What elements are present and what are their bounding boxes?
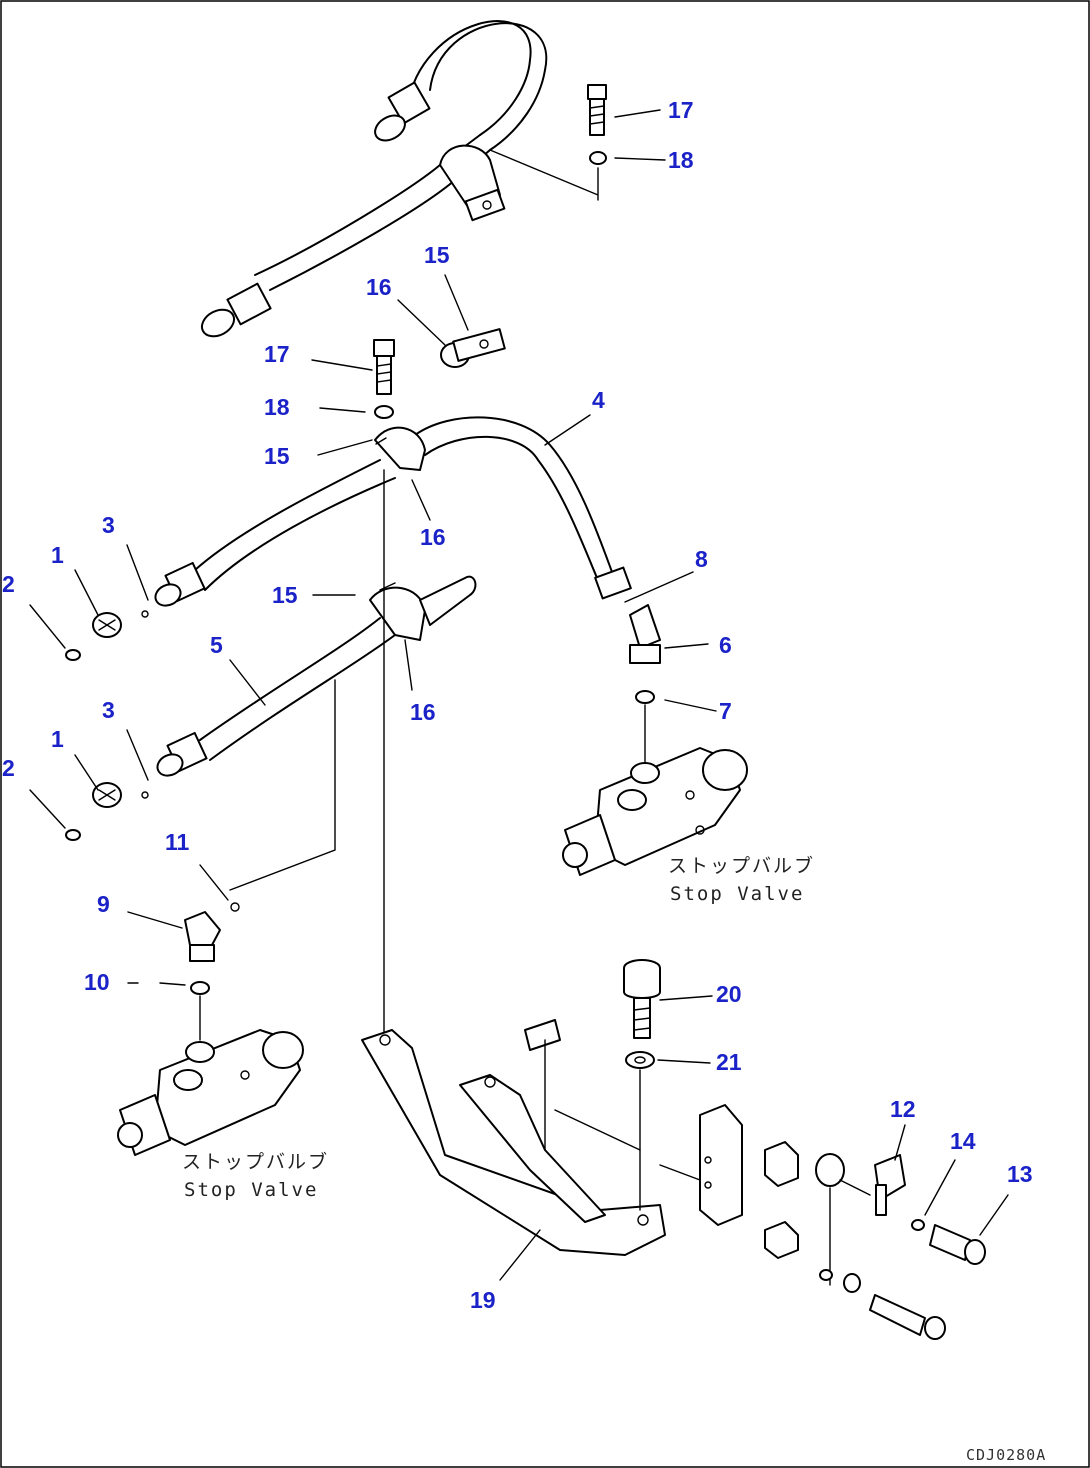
callout-6: 6 <box>719 632 732 658</box>
spacer-blocks <box>764 1141 799 1259</box>
stop-valve-left <box>117 1029 304 1156</box>
oring-11 <box>230 902 240 912</box>
callout-4: 4 <box>592 387 605 413</box>
fitting-group-lower <box>65 782 149 841</box>
stop-valve-right <box>562 747 748 876</box>
oring-10 <box>190 981 210 995</box>
callout-9: 9 <box>97 891 110 917</box>
callout-8: 8 <box>695 546 708 572</box>
washer-18-mid <box>374 405 394 419</box>
callout-10: 10 <box>84 969 110 995</box>
bolt-17-upper <box>587 84 607 136</box>
callout-7: 7 <box>719 698 732 724</box>
bolt-lower <box>869 1294 946 1340</box>
hose-4 <box>154 416 632 607</box>
callout-13: 13 <box>1007 1161 1033 1187</box>
callout-1-upper: 1 <box>51 542 64 568</box>
stop-valve-right-label-jp: ストップバルブ <box>668 854 815 877</box>
nut-lower <box>843 1273 861 1293</box>
bolt-13 <box>929 1224 986 1265</box>
washer-18-upper <box>589 151 607 165</box>
stop-valve-left-label-jp: ストップバルブ <box>182 1150 329 1173</box>
callout-12: 12 <box>890 1096 916 1122</box>
callout-numbers: 17 18 15 16 17 18 15 16 4 3 1 2 8 6 7 15… <box>2 97 1033 1313</box>
callout-2-upper: 2 <box>2 571 15 597</box>
leader-11 <box>229 679 336 891</box>
callout-19: 19 <box>470 1287 496 1313</box>
bolt-17-mid <box>373 339 395 395</box>
callout-21: 21 <box>716 1049 742 1075</box>
callout-16-mid: 16 <box>420 524 446 550</box>
elbow-8 <box>629 604 661 771</box>
callout-15-lower: 15 <box>272 582 298 608</box>
washer-21 <box>625 1051 655 1069</box>
drawing-code: CDJ0280A <box>966 1446 1046 1464</box>
callout-15-upper: 15 <box>424 242 450 268</box>
hose-fitting-lower <box>226 282 272 326</box>
callout-18-mid: 18 <box>264 394 290 420</box>
clamp-12 <box>815 1153 906 1286</box>
hose-5 <box>156 575 477 777</box>
callout-1-lower: 1 <box>51 726 64 752</box>
cap-bolt-20 <box>623 959 661 1039</box>
callout-3-lower: 3 <box>102 697 115 723</box>
washer-14 <box>911 1219 925 1231</box>
callout-20: 20 <box>716 981 742 1007</box>
callout-17-upper: 17 <box>668 97 694 123</box>
callout-14: 14 <box>950 1128 976 1154</box>
callout-2-lower: 2 <box>2 755 15 781</box>
hose-fitting-upper <box>387 81 431 125</box>
callout-16-upper: 16 <box>366 274 392 300</box>
elbow-9 <box>184 911 221 962</box>
stop-valve-left-label-en: Stop Valve <box>184 1179 318 1201</box>
stop-valve-right-label-en: Stop Valve <box>670 883 804 905</box>
callout-11: 11 <box>165 829 190 855</box>
hose-end-lower <box>200 308 236 338</box>
bracket-19 <box>361 1019 701 1256</box>
callout-3-upper: 3 <box>102 512 115 538</box>
top-hose <box>200 20 548 338</box>
callout-5: 5 <box>210 632 223 658</box>
hose-end-upper <box>374 114 406 142</box>
callout-15-mid: 15 <box>264 443 290 469</box>
callout-16-lower: 16 <box>410 699 436 725</box>
clamp-15-16-mid <box>440 328 506 368</box>
callout-17-mid: 17 <box>264 341 290 367</box>
callout-18-upper: 18 <box>668 147 694 173</box>
washer-lower <box>819 1269 833 1281</box>
mount-block <box>699 1104 743 1226</box>
fitting-group-upper <box>65 610 149 661</box>
leader-lines <box>29 109 1009 1281</box>
